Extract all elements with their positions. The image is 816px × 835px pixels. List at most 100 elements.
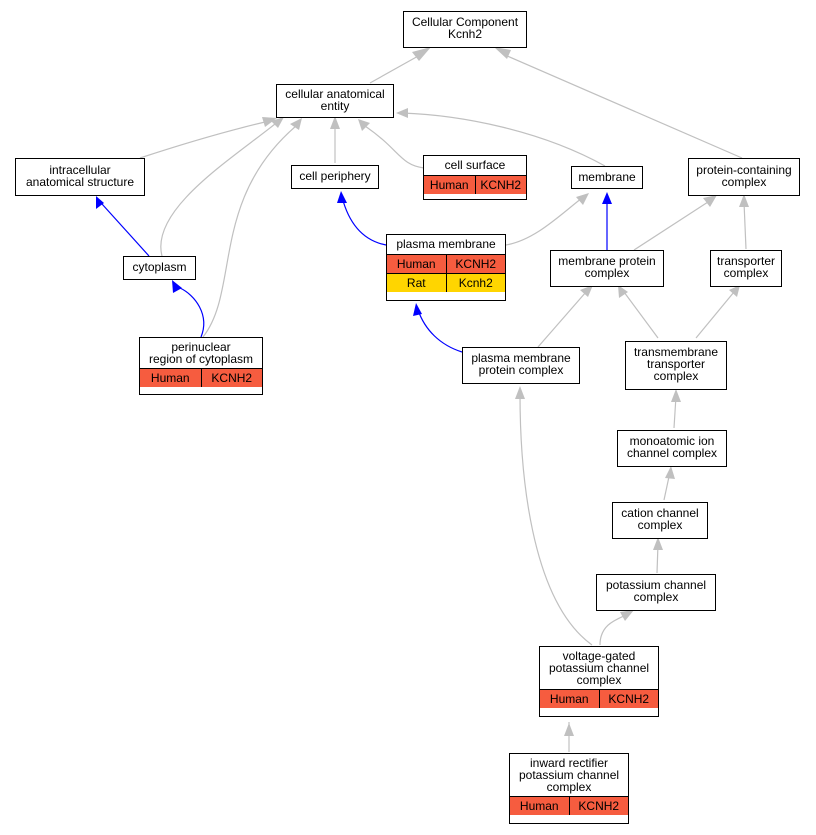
edge-ttc-tc — [695, 291, 735, 339]
node-label-line: channel complex — [626, 446, 718, 460]
node-cellular-component[interactable]: Cellular Component Kcnh2 — [403, 11, 527, 48]
arrowhead — [739, 194, 749, 207]
species-cell: Human — [387, 255, 446, 273]
edge-tc-pcc — [743, 201, 747, 250]
species-cell: Rat — [387, 274, 446, 292]
node-cell-surface[interactable]: cell surface Human KCNH2 — [423, 155, 527, 200]
node-label-line: potassium channel — [548, 661, 650, 675]
arrowhead — [271, 117, 284, 128]
node-label-line: membrane protein — [558, 254, 656, 268]
node-label-line: Kcnh2 — [447, 27, 483, 41]
gene-cell: KCNH2 — [568, 797, 628, 815]
species-cell: Human — [424, 176, 475, 194]
node-label-line: transmembrane — [633, 345, 719, 359]
arrowhead — [515, 386, 525, 399]
annotation-row: Human KCNH2 — [510, 796, 628, 815]
node-label-line: potassium channel — [518, 768, 620, 782]
node-cation-channel-complex[interactable]: cation channel complex — [612, 502, 708, 539]
edge-pmpc-mpc — [537, 291, 587, 348]
arrowhead — [172, 280, 182, 293]
node-label-line: protein-containing — [696, 163, 792, 177]
arrowhead — [358, 119, 370, 131]
node-label-line: complex — [576, 673, 622, 687]
annotation-row: Human KCNH2 — [424, 175, 526, 194]
node-label-line: cytoplasm — [132, 260, 187, 274]
edge-pmpc-pm — [417, 309, 463, 353]
arrowhead — [290, 118, 302, 130]
arrowhead — [671, 389, 681, 402]
annotation-row: Human KCNH2 — [387, 254, 505, 273]
annotation-row: Human KCNH2 — [140, 368, 262, 387]
edge-pm-cp — [341, 196, 387, 246]
node-cytoplasm[interactable]: cytoplasm — [123, 256, 196, 280]
node-label-line: complex — [584, 266, 630, 280]
node-transporter-complex[interactable]: transporter complex — [710, 250, 782, 287]
edge-pm-mem — [505, 197, 583, 246]
arrowhead — [564, 723, 574, 736]
node-label-line: complex — [633, 590, 679, 604]
arrowhead — [396, 108, 408, 118]
node-label-line: complex — [653, 369, 699, 383]
arrowhead — [580, 285, 593, 297]
node-label-line: voltage-gated — [562, 649, 636, 663]
node-plasma-membrane[interactable]: plasma membrane Human KCNH2 Rat Kcnh2 — [386, 234, 506, 301]
edge-cae-root — [369, 54, 421, 84]
edge-ttc-mpc — [623, 291, 659, 339]
node-membrane[interactable]: membrane — [571, 166, 643, 189]
node-label-line: cation channel — [621, 506, 699, 520]
node-plasma-membrane-protein-complex[interactable]: plasma membrane protein complex — [462, 347, 580, 384]
node-label-line: complex — [721, 175, 767, 189]
node-label-line: membrane — [578, 170, 636, 184]
node-intracellular-anatomical-structure[interactable]: intracellular anatomical structure — [15, 158, 145, 196]
arrowhead — [96, 196, 104, 209]
node-label-line: monoatomic ion — [629, 434, 715, 448]
arrowhead — [618, 285, 628, 298]
node-label-line: plasma membrane — [396, 237, 496, 251]
node-voltage-gated-potassium-channel-complex[interactable]: voltage-gated potassium channel complex … — [539, 646, 659, 717]
node-label-line: entity — [320, 99, 350, 113]
arrowhead — [729, 285, 740, 297]
node-label-line: anatomical structure — [25, 175, 135, 189]
node-label-line: intracellular — [49, 163, 111, 177]
node-label-line: complex — [637, 518, 683, 532]
node-label-line: inward rectifier — [529, 756, 609, 770]
node-inward-rectifier-potassium-channel-complex[interactable]: inward rectifier potassium channel compl… — [509, 753, 629, 824]
gene-cell: KCNH2 — [445, 255, 505, 273]
node-potassium-channel-complex[interactable]: potassium channel complex — [596, 574, 716, 611]
arrowhead — [703, 195, 717, 207]
node-monoatomic-ion-channel-complex[interactable]: monoatomic ion channel complex — [617, 430, 727, 467]
node-membrane-protein-complex[interactable]: membrane protein complex — [550, 250, 664, 287]
species-cell: Human — [510, 797, 569, 815]
edge-ias-cae — [139, 121, 266, 159]
arrowhead — [665, 466, 675, 479]
node-protein-containing-complex[interactable]: protein-containing complex — [688, 158, 800, 196]
edge-vgpc-pmpc — [519, 393, 593, 646]
species-cell: Human — [540, 690, 599, 708]
edge-mem-cae — [401, 112, 606, 167]
gene-cell: Kcnh2 — [445, 274, 505, 292]
arrowhead — [602, 192, 612, 204]
node-label-line: region of cytoplasm — [148, 352, 254, 366]
edge-cyto-cae — [160, 123, 276, 257]
node-label-line: Cellular Component — [411, 15, 519, 29]
node-label-line: transporter — [716, 254, 776, 268]
node-cellular-anatomical-entity[interactable]: cellular anatomical entity — [276, 84, 394, 118]
node-cell-periphery[interactable]: cell periphery — [291, 165, 379, 189]
arrowhead — [620, 610, 634, 621]
edge-vgpc-pcc2 — [599, 614, 627, 646]
node-label-line: potassium channel — [605, 578, 707, 592]
edge-cs-cae — [364, 125, 425, 169]
node-perinuclear-region-of-cytoplasm[interactable]: perinuclear region of cytoplasm Human KC… — [139, 337, 263, 395]
gene-cell: KCNH2 — [598, 690, 658, 708]
species-cell: Human — [140, 369, 201, 387]
node-label-line: complex — [546, 780, 592, 794]
arrowhead — [262, 117, 277, 127]
node-label-line: protein complex — [478, 363, 564, 377]
node-label-line: perinuclear — [171, 340, 231, 354]
arrowhead — [576, 193, 589, 205]
edge-peri-cae — [202, 125, 297, 338]
node-label-line: plasma membrane — [471, 351, 571, 365]
node-transmembrane-transporter-complex[interactable]: transmembrane transporter complex — [625, 341, 727, 390]
node-label-line: cellular anatomical — [285, 87, 385, 101]
edge-pcc-root — [504, 54, 743, 159]
